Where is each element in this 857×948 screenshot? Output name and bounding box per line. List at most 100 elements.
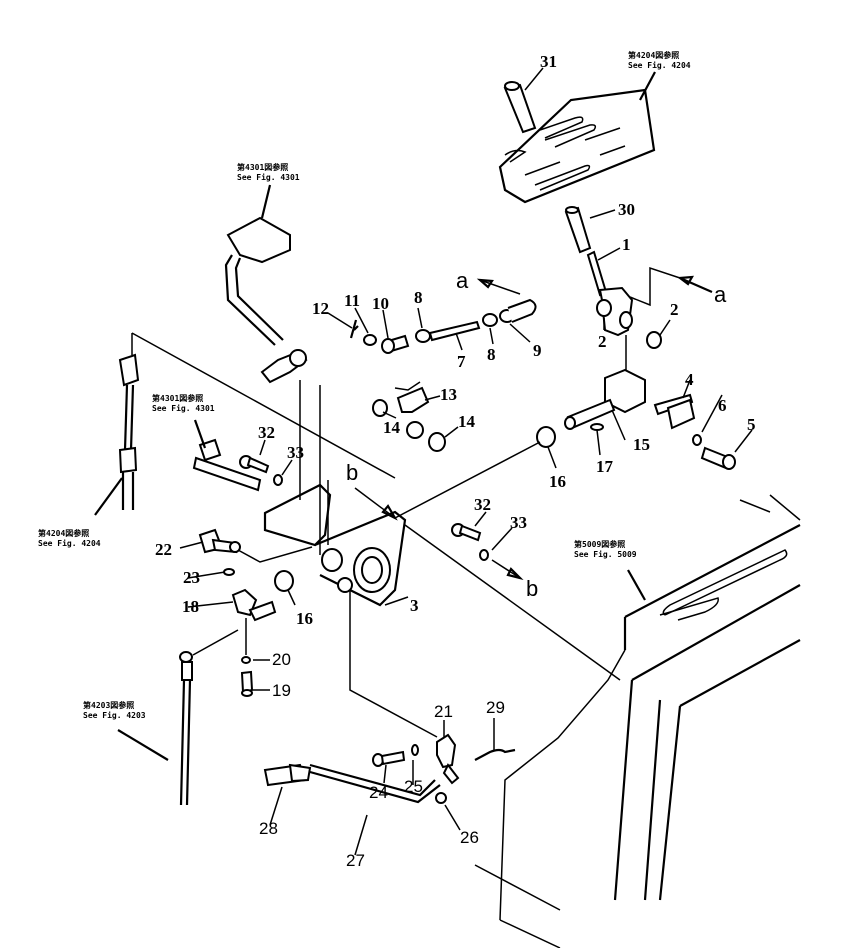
label-17: 17 [596,457,614,476]
label-26: 26 [460,828,479,847]
bushing-2-left [596,299,612,317]
label-33-left: 33 [287,443,304,462]
label-32-left: 32 [258,423,275,442]
clevis-18 [231,588,277,622]
connector-line-a-right [629,266,681,307]
knob-31 [503,81,537,134]
washer-6 [692,434,702,446]
bolt-24 [372,750,406,767]
label-10: 10 [372,294,389,313]
bushing-14-right [428,432,446,452]
ref-leader-4204-left [94,477,123,516]
label-13: 13 [440,385,457,404]
label-16-upper: 16 [549,472,566,491]
bushing-16-upper [536,426,556,448]
bolt-32-left [239,455,270,474]
connector-b-right: b [526,576,538,601]
connector-line-b-right [491,559,521,579]
connector-a-top: a [456,268,469,293]
label-23: 23 [183,568,200,587]
nut-11 [363,334,377,346]
lever-1 [586,250,634,337]
washer-33-left [273,474,283,486]
cab-frame [474,494,801,948]
ref-5009-jp: 第5009図参照 [574,539,625,549]
label-31: 31 [540,52,557,71]
label-30: 30 [618,200,635,219]
pin-12 [349,319,359,339]
ref-4301-mid-jp: 第4301図参照 [152,393,203,403]
ref-4204-top: 第4204図参照 See Fig. 4204 [628,50,691,70]
ref-leader-5009 [627,569,646,601]
shaft-15 [564,368,646,430]
label-14-left: 14 [383,418,401,437]
label-16-lower: 16 [296,609,313,628]
connector-line-a-top [479,279,521,295]
cable-left [118,353,140,510]
label-12: 12 [312,299,329,318]
ref-4301-top: 第4301図参照 See Fig. 4301 [237,162,300,182]
leader-lines [179,67,753,856]
bolt-5 [700,446,736,470]
ref-4203: 第4203図参照 See Fig. 4203 [83,700,146,720]
bolt-32-right [451,523,482,542]
washer-13b [406,421,424,439]
label-8-left: 8 [414,288,423,307]
key-17 [590,423,604,431]
label-29: 29 [486,698,505,717]
ref-4204-left: 第4204図参照 See Fig. 4204 [38,528,101,548]
label-24: 24 [369,783,388,802]
ref-5009: 第5009図参照 See Fig. 5009 [574,539,637,559]
shift-gate-plate [498,88,656,204]
ref-4301-mid-en: See Fig. 4301 [152,403,215,413]
label-33-right: 33 [510,513,527,532]
label-28: 28 [259,819,278,838]
nut-26 [435,792,447,804]
bracket-3 [263,480,407,607]
connector-line-b-top [354,487,396,519]
long-diagonal-upper [394,441,541,519]
ref-leader-4301-top [260,184,272,219]
ref-4301-mid: 第4301図参照 See Fig. 4301 [152,393,215,413]
plate-4 [653,393,696,430]
nut-8-right [482,313,498,327]
ref-4203-en: See Fig. 4203 [83,710,146,720]
link-13 [394,381,430,413]
rod-lower-left [179,651,193,806]
long-diagonal-lower [404,524,621,681]
leader-bracket-down [349,590,438,738]
ref-4203-jp: 第4203図参照 [83,700,134,710]
connector-b-top: b [346,460,358,485]
label-6: 6 [718,396,727,415]
ref-4204-top-en: See Fig. 4204 [628,60,691,70]
ref-4204-left-jp: 第4204図参照 [38,528,89,538]
ref-leader-4301-mid [193,419,207,449]
label-2-left: 2 [598,332,607,351]
ref-4301-top-jp: 第4301図参照 [237,162,288,172]
connector-a-right: a [714,282,727,307]
label-11: 11 [344,291,360,310]
rod-7 [428,320,481,342]
nut-8-left [415,329,431,343]
ref-4204-top-jp: 第4204図参照 [628,50,679,60]
ref-4204-left-en: See Fig. 4204 [38,538,101,548]
joint-10 [381,334,410,354]
spring-29 [474,748,516,761]
label-25: 25 [404,777,423,796]
label-32-right: 32 [474,495,491,514]
boot-30 [564,206,592,254]
bushing-16-lower [274,570,294,592]
label-3: 3 [410,596,419,615]
bushing-2-right [646,331,662,349]
arrow-b-right [506,567,524,581]
label-15: 15 [633,435,650,454]
label-5: 5 [747,415,756,434]
washer-20 [241,656,251,664]
arrow-a-top [476,278,494,289]
label-1: 1 [622,235,631,254]
label-8-right: 8 [487,345,496,364]
grip-28 [263,763,312,787]
rod-27 [309,763,441,804]
label-2-right: 2 [670,300,679,319]
